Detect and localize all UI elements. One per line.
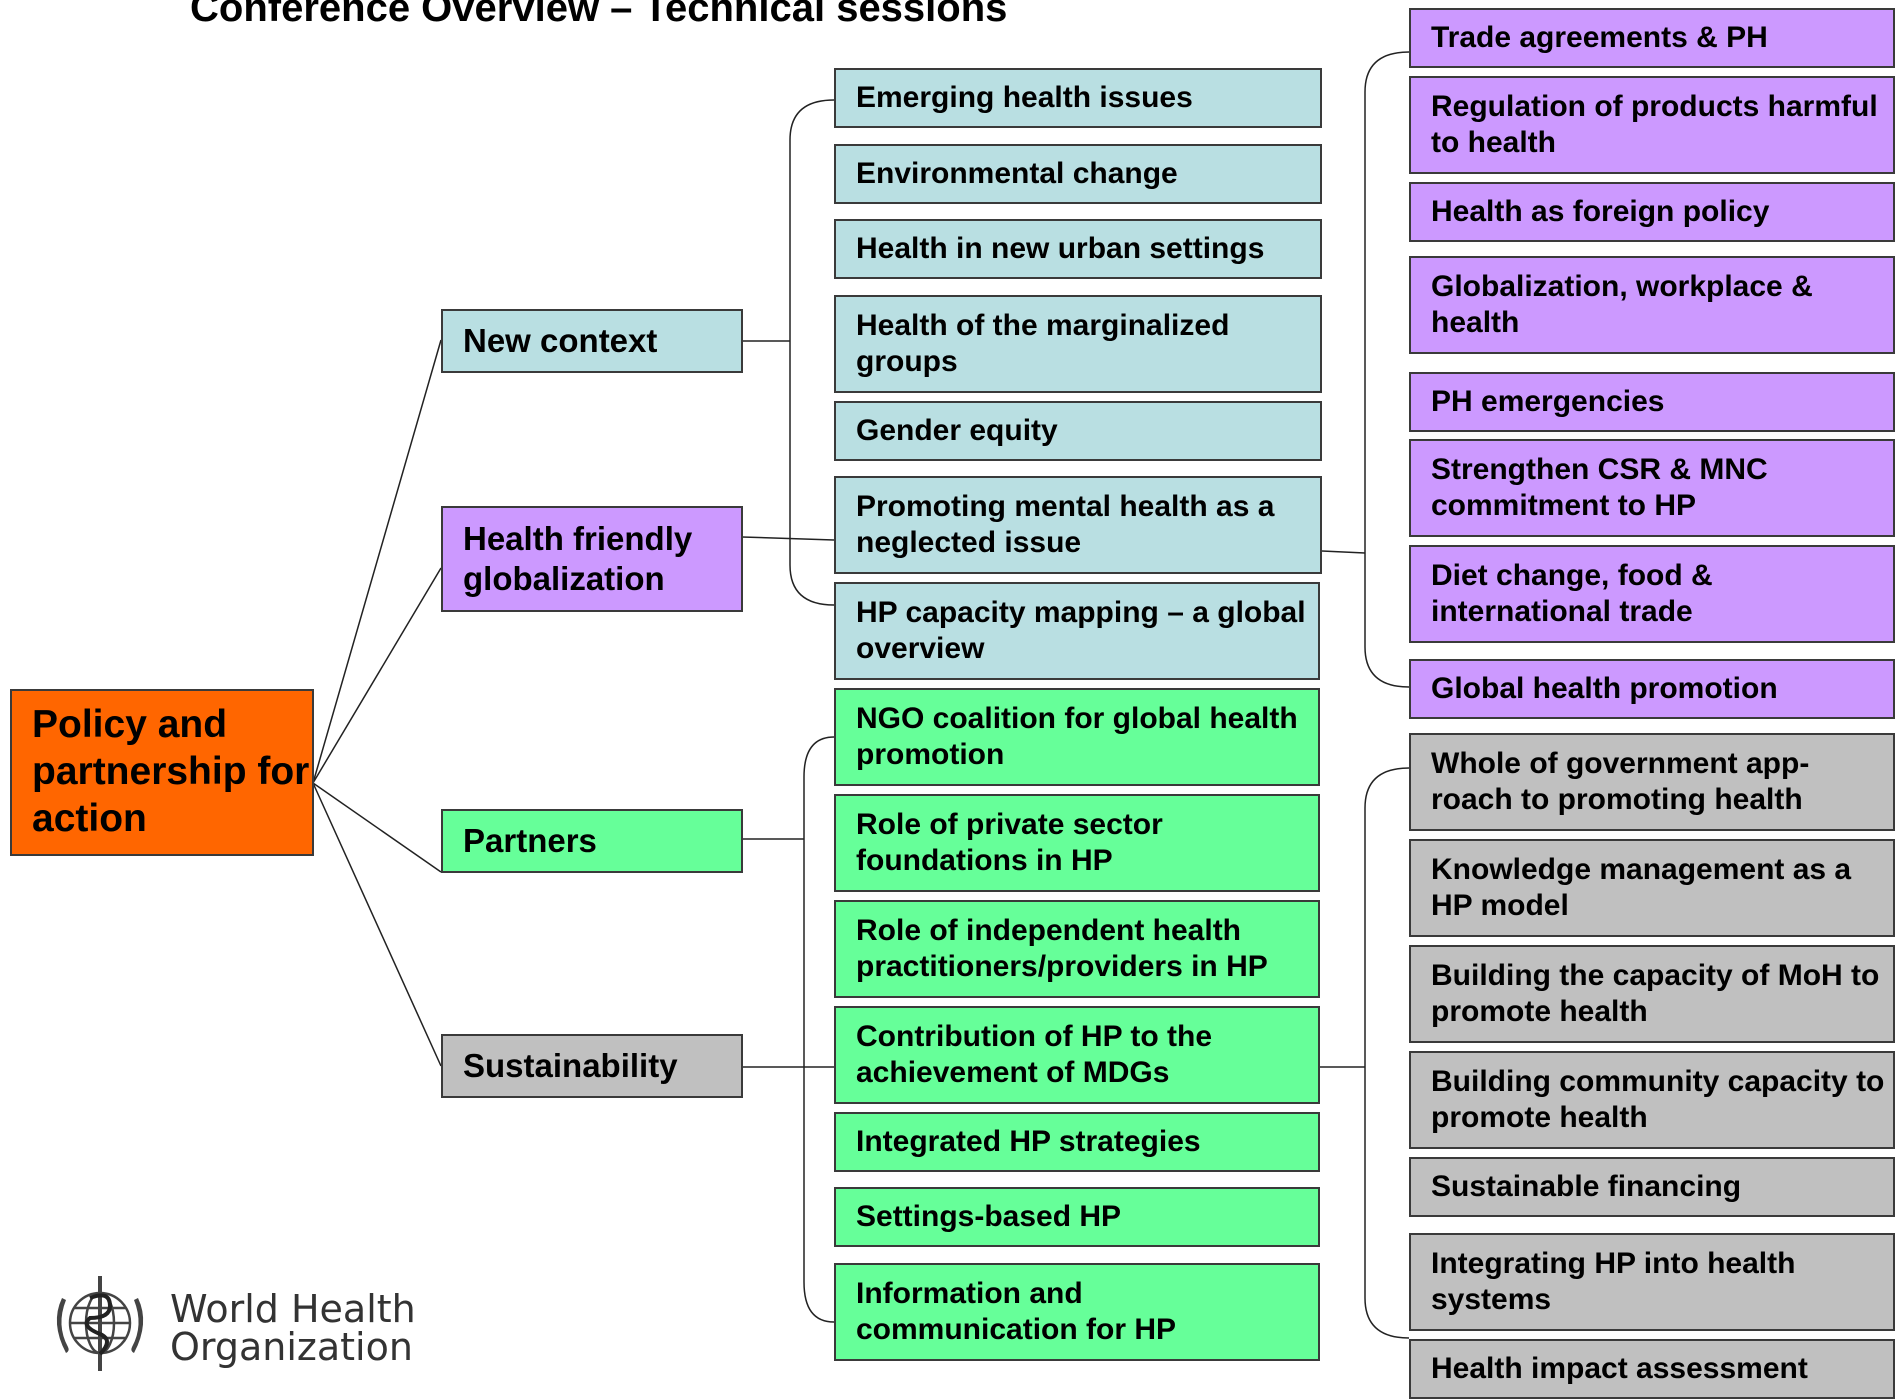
theme-label: New context	[463, 322, 658, 360]
diagram-title: Conference Overview – Technical sessions	[190, 0, 1008, 30]
session-box: Role of private sector foundations in HP	[834, 794, 1320, 892]
session-box: Contribution of HP to the achievement of…	[834, 1006, 1320, 1104]
session-label: Building community capacity to promote h…	[1431, 1065, 1885, 1134]
session-label: HP capacity mapping – a global overview	[856, 596, 1306, 665]
session-label: Regulation of products harmful to health	[1431, 90, 1878, 159]
session-label: Health in new urban settings	[856, 232, 1265, 265]
session-label: Health of the marginalized groups	[856, 309, 1230, 378]
session-label: Health impact assessment	[1431, 1352, 1808, 1385]
theme-label: Sustainability	[463, 1047, 678, 1085]
root-label: Policy and partnership for action	[32, 703, 310, 840]
session-label: Diet change, food & international trade	[1431, 559, 1713, 628]
session-box: Role of independent health practitioners…	[834, 900, 1320, 998]
session-box: Regulation of products harmful to health	[1409, 76, 1895, 174]
session-box: Building community capacity to promote h…	[1409, 1051, 1895, 1149]
session-label: Promoting mental health as a neglected i…	[856, 490, 1275, 559]
session-box: Gender equity	[834, 401, 1322, 461]
session-label: Integrating HP into health systems	[1431, 1247, 1796, 1316]
session-label: NGO coalition for global health promotio…	[856, 702, 1298, 771]
session-box: Diet change, food & international trade	[1409, 545, 1895, 643]
theme-label: Partners	[463, 822, 597, 860]
logo-line-2: Organization	[170, 1325, 413, 1369]
session-box: Knowledge management as a HP model	[1409, 839, 1895, 937]
session-box: Trade agreements & PH	[1409, 8, 1895, 68]
session-label: Integrated HP strategies	[856, 1125, 1201, 1158]
session-box: Global health promotion	[1409, 659, 1895, 719]
session-label: Whole of government app-roach to promoti…	[1431, 747, 1810, 816]
theme-partners: Partners	[441, 809, 743, 873]
theme-new-context: New context	[441, 309, 743, 373]
session-label: Role of private sector foundations in HP	[856, 808, 1163, 877]
session-box: Integrated HP strategies	[834, 1112, 1320, 1172]
session-box: Strengthen CSR & MNC commitment to HP	[1409, 439, 1895, 537]
session-label: Trade agreements & PH	[1431, 21, 1768, 54]
logo-line-1: World Health	[170, 1287, 416, 1331]
session-label: Environmental change	[856, 157, 1178, 190]
session-label: Knowledge management as a HP model	[1431, 853, 1852, 922]
session-box: Sustainable financing	[1409, 1157, 1895, 1217]
session-box: Globalization, workplace & health	[1409, 256, 1895, 354]
session-box: Health impact assessment	[1409, 1339, 1895, 1399]
session-label: Information and communication for HP	[856, 1277, 1177, 1346]
session-box: Environmental change	[834, 144, 1322, 204]
theme-label: Health friendly globalization	[463, 520, 693, 597]
session-label: Building the capacity of MoH to promote …	[1431, 959, 1880, 1028]
session-box: NGO coalition for global health promotio…	[834, 688, 1320, 786]
session-label: Health as foreign policy	[1431, 195, 1770, 228]
session-box: Information and communication for HP	[834, 1263, 1320, 1361]
session-label: Gender equity	[856, 414, 1058, 447]
session-box: PH emergencies	[1409, 372, 1895, 432]
session-box: Promoting mental health as a neglected i…	[834, 476, 1322, 574]
session-box: Emerging health issues	[834, 68, 1322, 128]
session-label: Strengthen CSR & MNC commitment to HP	[1431, 453, 1768, 522]
who-logo-text: World Health Organization	[170, 1290, 416, 1366]
session-box: Whole of government app-roach to promoti…	[1409, 733, 1895, 831]
session-label: Global health promotion	[1431, 672, 1778, 705]
theme-sustainability: Sustainability	[441, 1034, 743, 1098]
theme-health-friendly-globalization: Health friendly globalization	[441, 506, 743, 612]
session-box: Health of the marginalized groups	[834, 295, 1322, 393]
session-label: Contribution of HP to the achievement of…	[856, 1020, 1213, 1089]
root-node: Policy and partnership for action	[10, 689, 314, 856]
session-label: Settings-based HP	[856, 1200, 1122, 1233]
session-box: Health as foreign policy	[1409, 182, 1895, 242]
session-label: PH emergencies	[1431, 385, 1665, 418]
session-box: Settings-based HP	[834, 1187, 1320, 1247]
session-box: Building the capacity of MoH to promote …	[1409, 945, 1895, 1043]
session-label: Role of independent health practitioners…	[856, 914, 1268, 983]
session-label: Globalization, workplace & health	[1431, 270, 1813, 339]
who-emblem-icon	[56, 1276, 144, 1371]
session-box: Integrating HP into health systems	[1409, 1233, 1895, 1331]
session-label: Sustainable financing	[1431, 1170, 1742, 1203]
session-box: HP capacity mapping – a global overview	[834, 582, 1320, 680]
session-box: Health in new urban settings	[834, 219, 1322, 279]
session-label: Emerging health issues	[856, 81, 1193, 114]
